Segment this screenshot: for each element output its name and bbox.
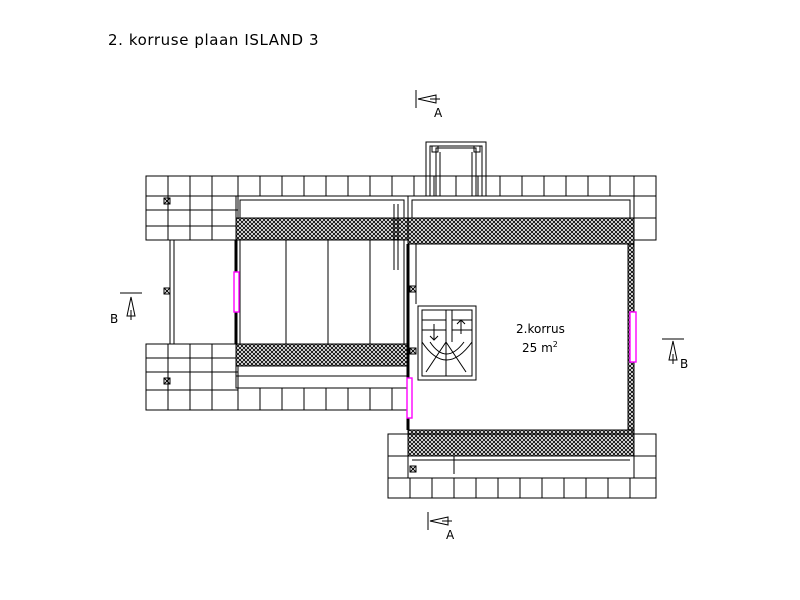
left-balcony: [163, 239, 238, 345]
section-marker-b-left: [120, 292, 142, 320]
section-marker-a-top: [415, 90, 440, 108]
middle-wall-bottom-hatch: [235, 343, 409, 367]
left-roof-upper: [145, 175, 239, 241]
section-marker-a-bottom: [427, 512, 452, 530]
staircase: [417, 305, 477, 381]
room-area-label: 25 m2: [522, 340, 558, 355]
room-name-label: 2.korrus: [516, 322, 565, 336]
section-label-a-bottom: A: [446, 528, 455, 542]
left-window: [233, 271, 240, 313]
left-roof-lower: [145, 343, 239, 411]
middle-wall-top-hatch: [235, 217, 409, 241]
section-label-b-left: B: [110, 312, 118, 326]
middle-roof-bottom: [237, 387, 409, 411]
section-label-a-top: A: [434, 106, 443, 120]
middle-roof-top: [237, 175, 435, 197]
lower-window: [406, 377, 413, 419]
right-window: [629, 311, 637, 363]
drawing-title: 2. korruse plaan ISLAND 3: [108, 31, 319, 49]
right-roof-bottom: [387, 433, 657, 499]
section-marker-b-right: [662, 338, 684, 364]
section-label-b-right: B: [680, 357, 688, 371]
right-wall-top-hatch: [407, 217, 635, 245]
